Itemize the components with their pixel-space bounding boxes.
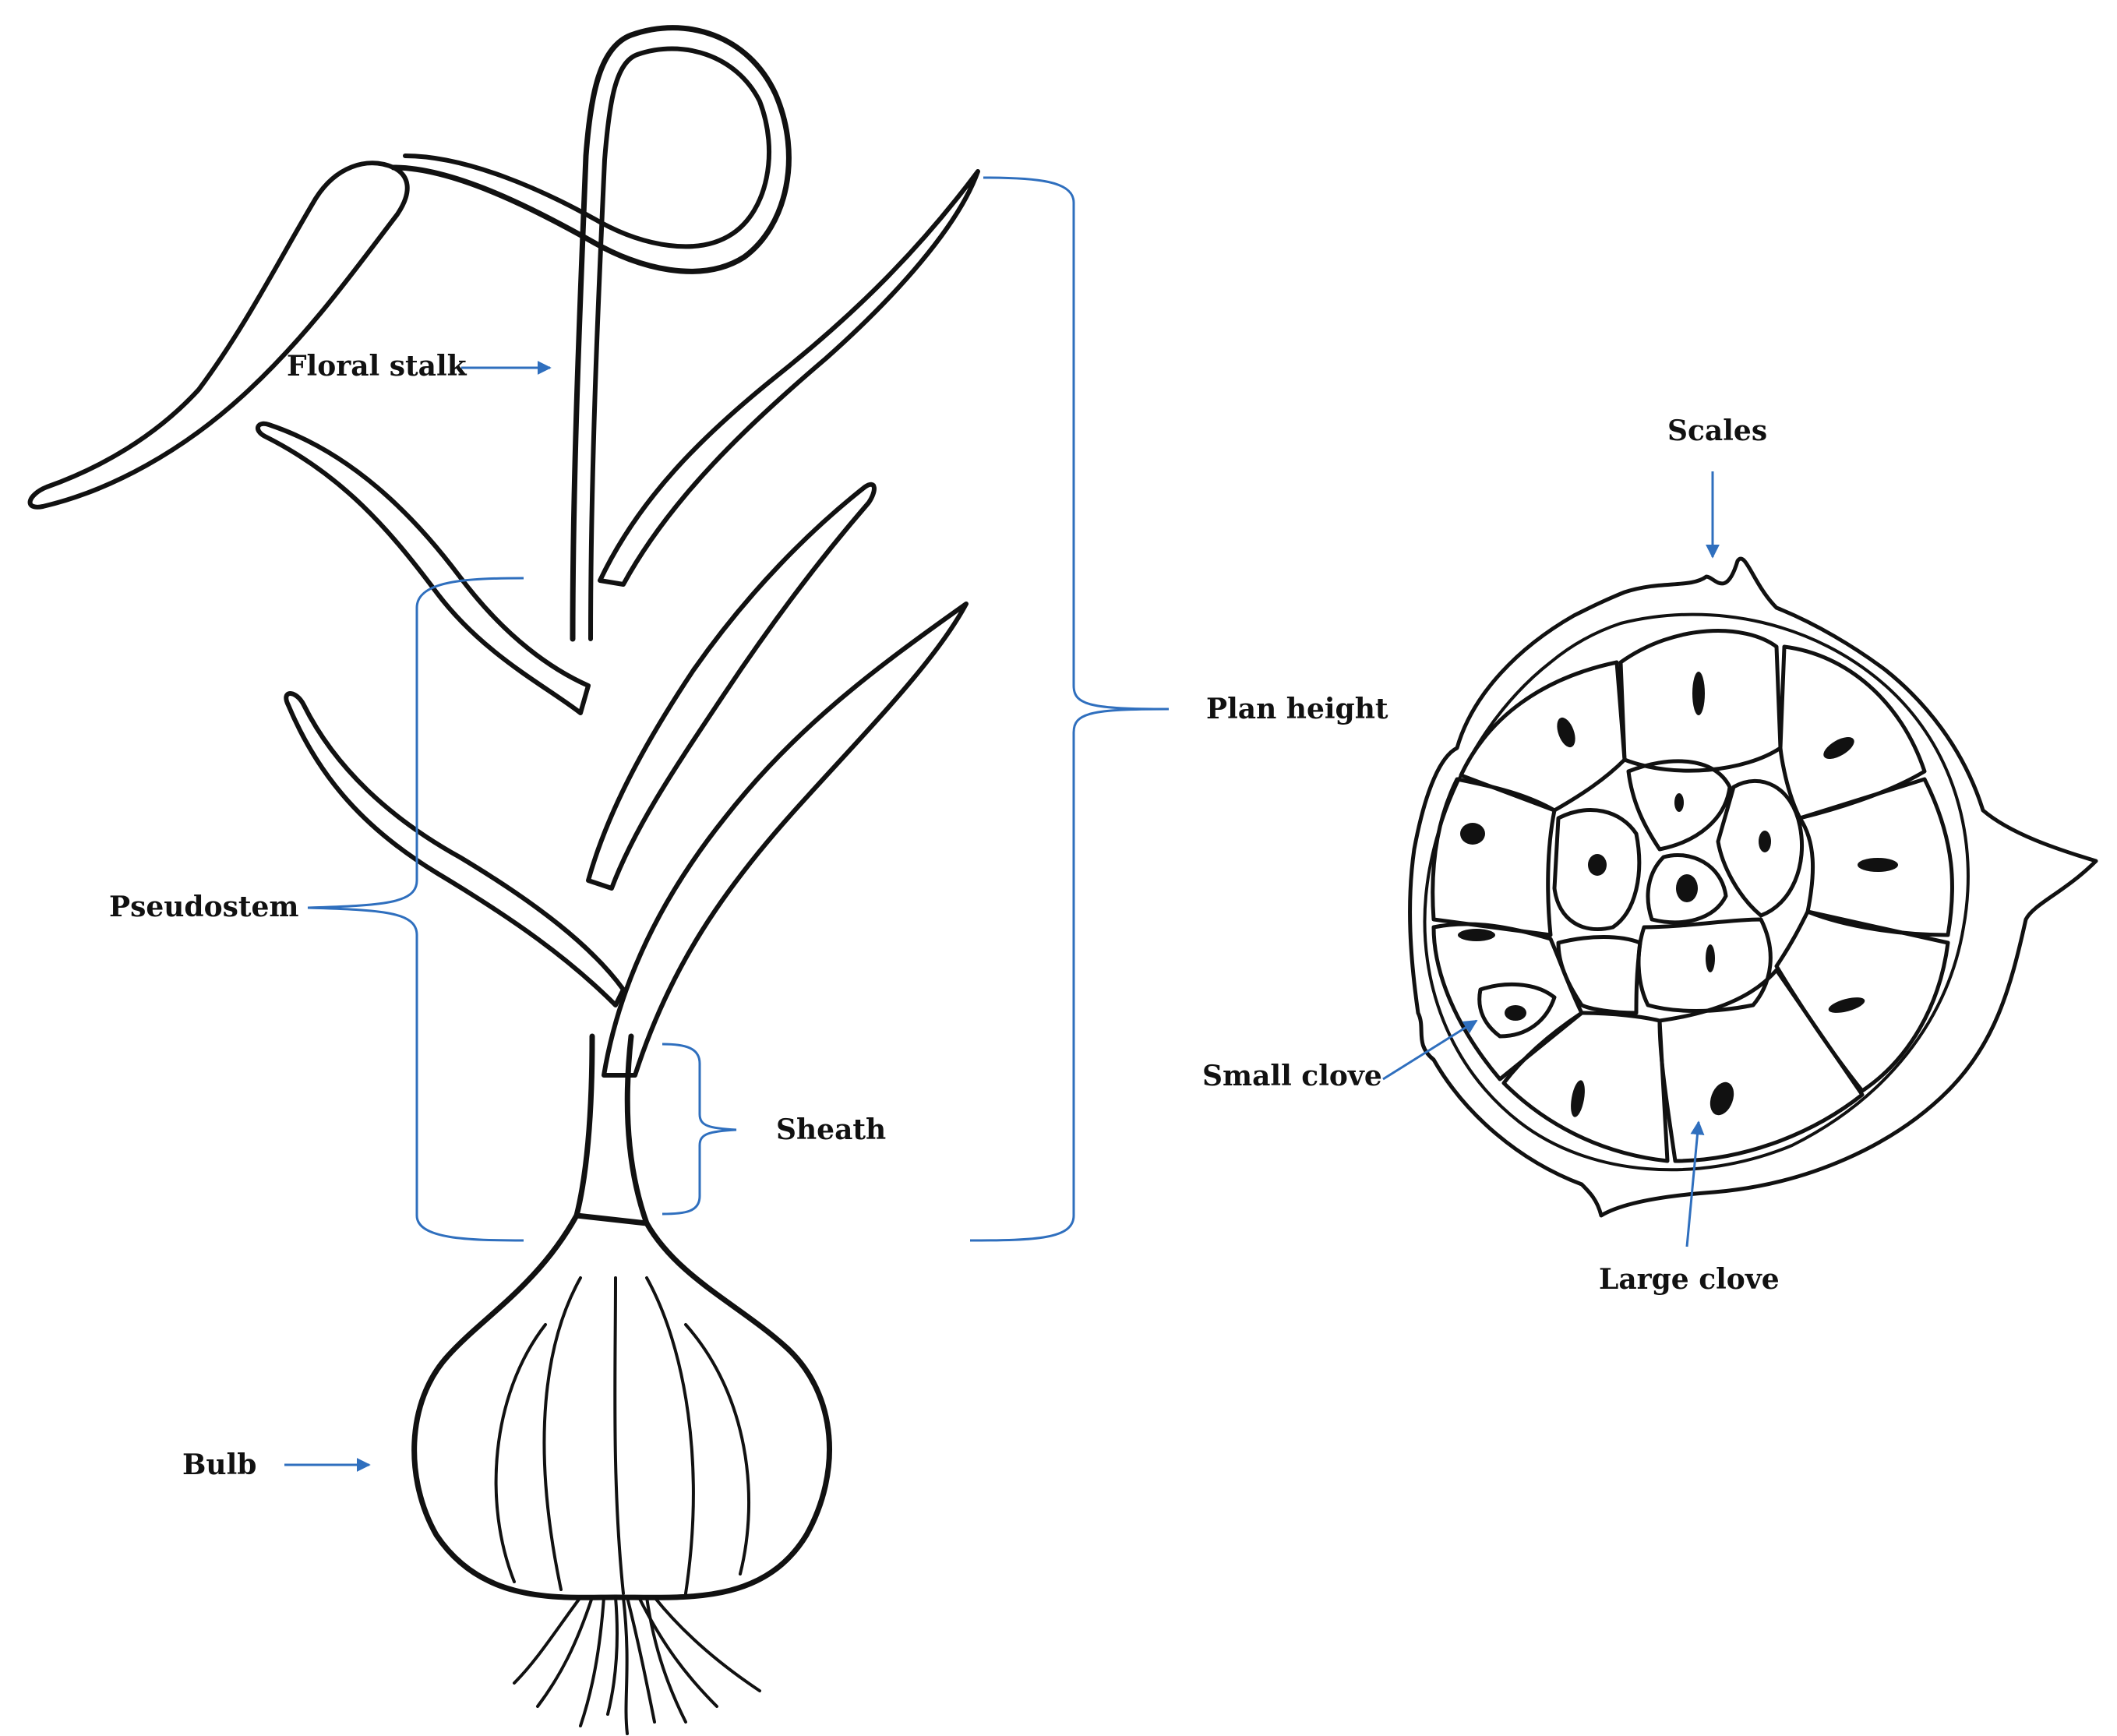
floral-stalk-scape-inner — [403, 46, 772, 641]
small-clove-arrow — [1382, 1019, 1478, 1081]
leaf-middle-right — [586, 482, 877, 891]
clove — [1636, 917, 1773, 1013]
bulb-segment-line — [613, 1276, 625, 1595]
clove — [1618, 629, 1783, 773]
clove — [1552, 808, 1642, 932]
cross-section-cloves — [1431, 629, 1955, 1163]
clove — [1626, 759, 1732, 852]
clove — [1459, 660, 1627, 813]
leaf-lower-left — [284, 691, 626, 1007]
leaf-right-tall — [598, 169, 980, 587]
label-scales: Scales — [1667, 415, 1768, 447]
bulb-cross-section — [1408, 556, 2098, 1218]
label-floral-stalk: Floral stalk — [287, 350, 467, 383]
bulb-segment-line — [645, 1276, 695, 1595]
pseudostem-neck-right — [624, 1033, 650, 1226]
label-sheath: Sheath — [776, 1113, 887, 1146]
sheath-bracket — [662, 1043, 737, 1216]
bulb-segment-line — [542, 1276, 582, 1591]
annotation-guides-plant — [284, 176, 1170, 1472]
clove — [1657, 968, 1865, 1163]
cross-section-outer-scales — [1408, 556, 2098, 1218]
pseudostem-neck — [573, 1033, 595, 1219]
clove-sprout-marks — [1458, 672, 1898, 1117]
clove — [1716, 778, 1805, 918]
label-large-clove: Large clove — [1599, 1263, 1780, 1296]
label-bulb: Bulb — [182, 1448, 257, 1481]
bulb-segment-line — [684, 1323, 750, 1575]
annotation-guides-cross-section — [1382, 471, 1720, 1247]
bulb-outline — [411, 1212, 832, 1600]
leaf-upper-left — [256, 421, 591, 715]
clove — [1556, 935, 1642, 1015]
leaf-lower-right — [602, 602, 969, 1078]
label-pseudostem: Pseudostem — [109, 891, 299, 923]
leaf-left-drooping — [27, 161, 410, 510]
floral-stalk-scape — [390, 25, 792, 642]
plan-height-bracket — [969, 176, 1170, 1242]
small-clove-shape — [1477, 983, 1557, 1039]
pseudostem-bracket — [307, 577, 524, 1242]
roots — [513, 1596, 761, 1735]
garlic-plant-illustration — [27, 25, 980, 1735]
bulb-segment-line — [494, 1323, 547, 1583]
clove — [1646, 852, 1728, 925]
large-clove-arrow — [1685, 1120, 1705, 1247]
label-small-clove: Small clove — [1202, 1060, 1382, 1092]
label-plan-height: Plan height — [1206, 693, 1388, 725]
